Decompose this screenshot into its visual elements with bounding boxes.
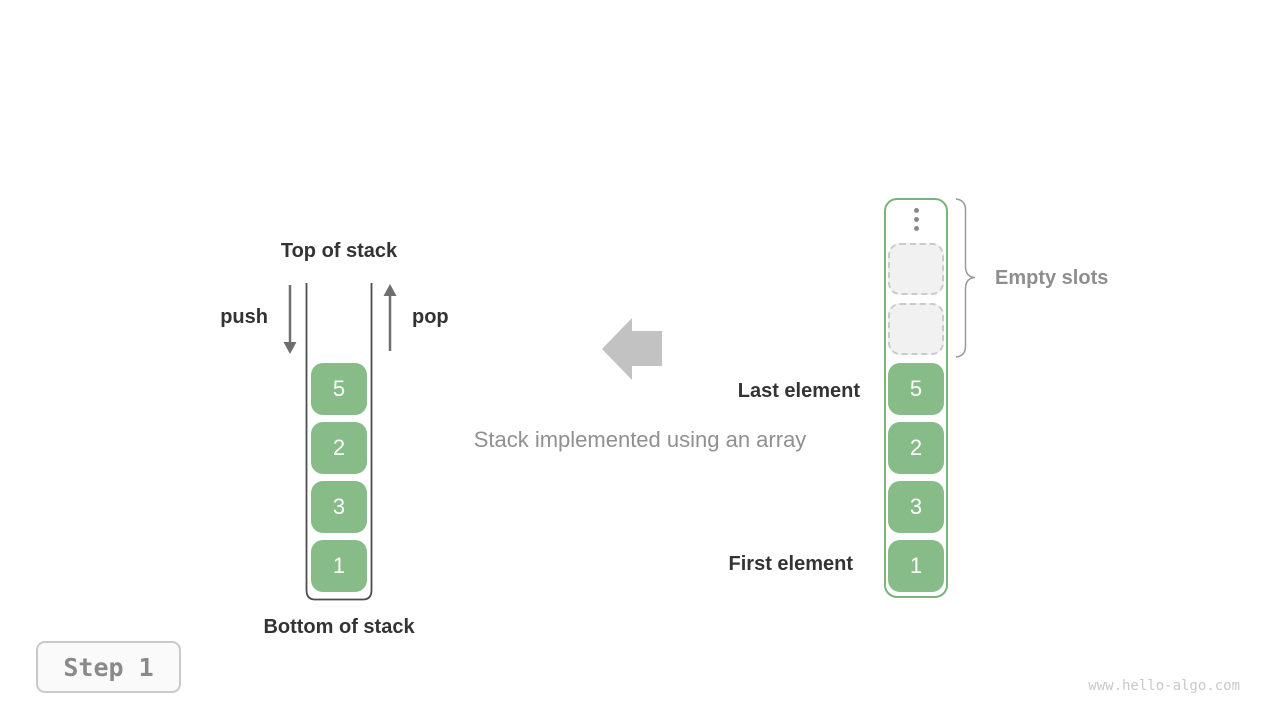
stack-block: 5 bbox=[311, 363, 367, 415]
last-element-label: Last element bbox=[737, 380, 860, 402]
empty-slot bbox=[888, 303, 944, 355]
ellipsis-dot bbox=[913, 226, 919, 231]
first-element-label: First element bbox=[728, 553, 853, 575]
vertical-ellipsis-icon bbox=[913, 208, 919, 231]
ellipsis-dot bbox=[913, 208, 919, 213]
ellipsis-dot bbox=[913, 217, 919, 222]
push-label: push bbox=[220, 306, 268, 328]
stack-block: 3 bbox=[311, 481, 367, 533]
empty-slot bbox=[888, 243, 944, 295]
watermark: www.hello-algo.com bbox=[1088, 678, 1240, 694]
stack-block: 2 bbox=[311, 422, 367, 474]
array-block: 1 bbox=[888, 540, 944, 592]
array-block: 3 bbox=[888, 481, 944, 533]
diagram-caption: Stack implemented using an array bbox=[473, 427, 807, 452]
array-block: 5 bbox=[888, 363, 944, 415]
bottom-of-stack-label: Bottom of stack bbox=[263, 616, 415, 638]
array-block: 2 bbox=[888, 422, 944, 474]
pop-label: pop bbox=[412, 306, 449, 328]
curly-brace-icon bbox=[955, 198, 976, 358]
empty-slots-label: Empty slots bbox=[995, 267, 1109, 289]
pop-up-arrow-icon bbox=[383, 284, 397, 351]
top-of-stack-label: Top of stack bbox=[280, 240, 398, 262]
left-block-arrow-icon bbox=[602, 318, 662, 380]
step-badge: Step 1 bbox=[36, 641, 181, 693]
stack-block: 1 bbox=[311, 540, 367, 592]
push-down-arrow-icon bbox=[283, 285, 297, 354]
